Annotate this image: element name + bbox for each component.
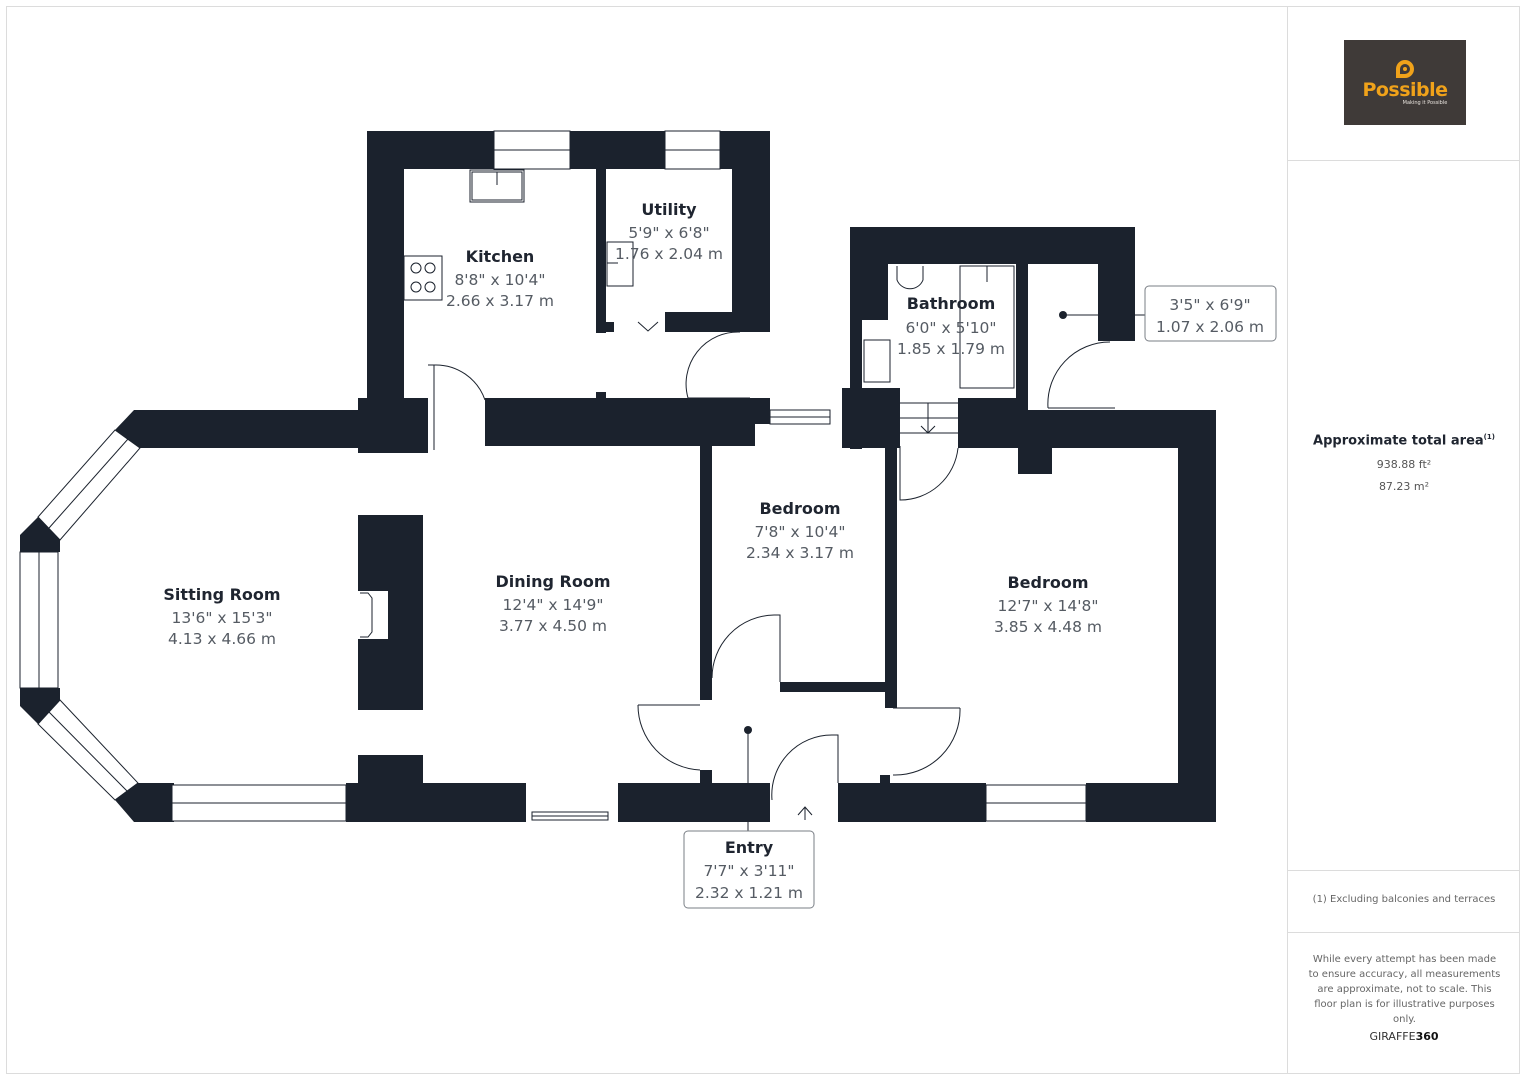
room-dimensions-imperial: 5'9" x 6'8" xyxy=(628,224,709,242)
brand-part-b: 360 xyxy=(1415,1030,1439,1043)
closet-dimensions-metric: 1.07 x 2.06 m xyxy=(1156,318,1264,336)
divider xyxy=(1288,932,1520,933)
room-dimensions-imperial: 8'8" x 10'4" xyxy=(454,271,545,289)
room-dimensions-metric: 2.66 x 3.17 m xyxy=(446,292,554,310)
room-name: Utility xyxy=(641,200,697,219)
room-name: Bedroom xyxy=(759,499,840,518)
total-area-label: Approximate total area xyxy=(1313,433,1484,449)
stairs-icon xyxy=(900,402,958,434)
entry-name: Entry xyxy=(725,838,774,857)
total-area-m: 87.23 m² xyxy=(1378,480,1430,493)
bay-window xyxy=(19,410,152,822)
total-area-ft: 938.88 ft² xyxy=(1376,458,1432,471)
bathroom-fixtures xyxy=(862,265,1015,389)
kitchen-sink-icon xyxy=(469,169,525,203)
divider xyxy=(1288,870,1520,871)
room-dimensions-imperial: 12'4" x 14'9" xyxy=(503,596,604,614)
room-dimensions-metric: 1.76 x 2.04 m xyxy=(615,245,723,263)
page-frame xyxy=(6,6,1520,1074)
brand-part-a: GIRAFFE xyxy=(1369,1030,1416,1043)
room-dimensions-metric: 1.85 x 1.79 m xyxy=(897,340,1005,358)
total-area-title: Approximate total area(1) xyxy=(1288,433,1520,448)
room-dimensions-imperial: 6'0" x 5'10" xyxy=(905,319,996,337)
divider xyxy=(1288,160,1520,161)
callout-closet: 3'5" x 6'9" 1.07 x 2.06 m xyxy=(1059,285,1277,342)
room-name: Kitchen xyxy=(466,247,535,266)
area-footnote: (1) Excluding balconies and terraces xyxy=(1312,894,1496,905)
room-name: Bathroom xyxy=(907,294,996,313)
logo-wordmark: Possible xyxy=(1362,78,1448,101)
agency-logo: Possible Making it Possible xyxy=(1344,40,1466,125)
room-name: Dining Room xyxy=(495,572,610,591)
callout-entry: Entry 7'7" x 3'11" 2.32 x 1.21 m xyxy=(683,726,815,909)
utility-sink-icon xyxy=(606,241,634,287)
room-dimensions-metric: 3.77 x 4.50 m xyxy=(499,617,607,635)
room-bathroom: Bathroom 6'0" x 5'10" 1.85 x 1.79 m xyxy=(897,294,1005,358)
room-dimensions-metric: 4.13 x 4.66 m xyxy=(168,630,276,648)
info-sidebar: Possible Making it Possible Approximate … xyxy=(1287,6,1520,1074)
footnote-mark: (1) xyxy=(1483,433,1495,441)
disclaimer-text: While every attempt has been made to ens… xyxy=(1308,954,1501,1025)
room-name: Sitting Room xyxy=(163,585,280,604)
room-dining-room: Dining Room 12'4" x 14'9" 3.77 x 4.50 m xyxy=(495,572,610,635)
room-kitchen: Kitchen 8'8" x 10'4" 2.66 x 3.17 m xyxy=(446,247,554,310)
room-dimensions-metric: 3.85 x 4.48 m xyxy=(994,618,1102,636)
closet-dimensions-imperial: 3'5" x 6'9" xyxy=(1169,296,1250,314)
room-name: Bedroom xyxy=(1007,573,1088,592)
room-sitting-room: Sitting Room 13'6" x 15'3" 4.13 x 4.66 m xyxy=(163,585,280,648)
logo-p-icon xyxy=(1396,59,1414,78)
room-dimensions-metric: 2.34 x 3.17 m xyxy=(746,544,854,562)
logo-tagline: Making it Possible xyxy=(1402,99,1448,106)
entry-dimensions-imperial: 7'7" x 3'11" xyxy=(703,862,794,880)
doors xyxy=(428,321,1115,820)
room-dimensions-imperial: 7'8" x 10'4" xyxy=(754,523,845,541)
giraffe360-brand: GIRAFFE360 xyxy=(1288,1030,1520,1043)
room-bedroom-large: Bedroom 12'7" x 14'8" 3.85 x 4.48 m xyxy=(994,573,1102,636)
room-utility: Utility 5'9" x 6'8" 1.76 x 2.04 m xyxy=(615,200,723,263)
hob-icon xyxy=(403,255,443,301)
entry-dimensions-metric: 2.32 x 1.21 m xyxy=(695,884,803,902)
floor-plan: 3'5" x 6'9" 1.07 x 2.06 m Entry 7'7" x 3… xyxy=(19,130,1277,909)
main-walls xyxy=(134,227,1216,822)
room-dimensions-imperial: 12'7" x 14'8" xyxy=(998,597,1099,615)
room-dimensions-imperial: 13'6" x 15'3" xyxy=(172,609,273,627)
room-bedroom-small: Bedroom 7'8" x 10'4" 2.34 x 3.17 m xyxy=(746,499,854,562)
